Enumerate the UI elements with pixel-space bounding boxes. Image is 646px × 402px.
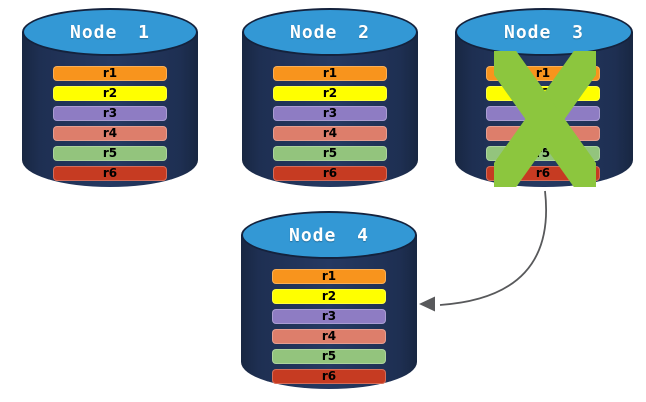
- node-1-replica-r5: r5: [53, 146, 167, 161]
- node-2-replica-stack: r1 r2 r3 r4 r5 r6: [273, 66, 387, 186]
- node-2-label: Node 2: [289, 21, 371, 43]
- arrowhead-icon: [419, 296, 435, 312]
- node-4: Node 4 r1 r2 r3 r4 r5 r6: [241, 211, 417, 389]
- node-3: Node 3 r1 r2 r3 r4 r5 r6: [455, 8, 633, 187]
- node-2-replica-r6: r6: [273, 166, 387, 181]
- node-1-replica-r4: r4: [53, 126, 167, 141]
- node-4-replica-r3: r3: [272, 309, 386, 324]
- node-4-replica-r6: r6: [272, 369, 386, 384]
- node-1-replica-r3: r3: [53, 106, 167, 121]
- node-2-replica-r2: r2: [273, 86, 387, 101]
- node-2-replica-r5: r5: [273, 146, 387, 161]
- node-1: Node 1 r1 r2 r3 r4 r5 r6: [22, 8, 198, 187]
- failover-arrow: [419, 190, 547, 312]
- node-4-cylinder-top: Node 4: [241, 211, 417, 259]
- node-2-replica-r4: r4: [273, 126, 387, 141]
- node-4-replica-r1: r1: [272, 269, 386, 284]
- node-1-replica-r6: r6: [53, 166, 167, 181]
- node-4-replica-r4: r4: [272, 329, 386, 344]
- node-2-cylinder-top: Node 2: [242, 8, 418, 56]
- node-1-cylinder-top: Node 1: [22, 8, 198, 56]
- node-4-replica-stack: r1 r2 r3 r4 r5 r6: [272, 269, 386, 389]
- failure-x-icon: [494, 51, 596, 187]
- node-2: Node 2 r1 r2 r3 r4 r5 r6: [242, 8, 418, 187]
- node-4-replica-r2: r2: [272, 289, 386, 304]
- node-1-replica-stack: r1 r2 r3 r4 r5 r6: [53, 66, 167, 186]
- node-2-replica-r3: r3: [273, 106, 387, 121]
- node-1-replica-r2: r2: [53, 86, 167, 101]
- node-2-replica-r1: r1: [273, 66, 387, 81]
- node-3-cylinder-top: Node 3: [455, 8, 633, 56]
- node-1-label: Node 1: [69, 21, 151, 43]
- node-3-label: Node 3: [503, 21, 585, 43]
- node-1-replica-r1: r1: [53, 66, 167, 81]
- node-4-replica-r5: r5: [272, 349, 386, 364]
- node-4-label: Node 4: [288, 224, 370, 246]
